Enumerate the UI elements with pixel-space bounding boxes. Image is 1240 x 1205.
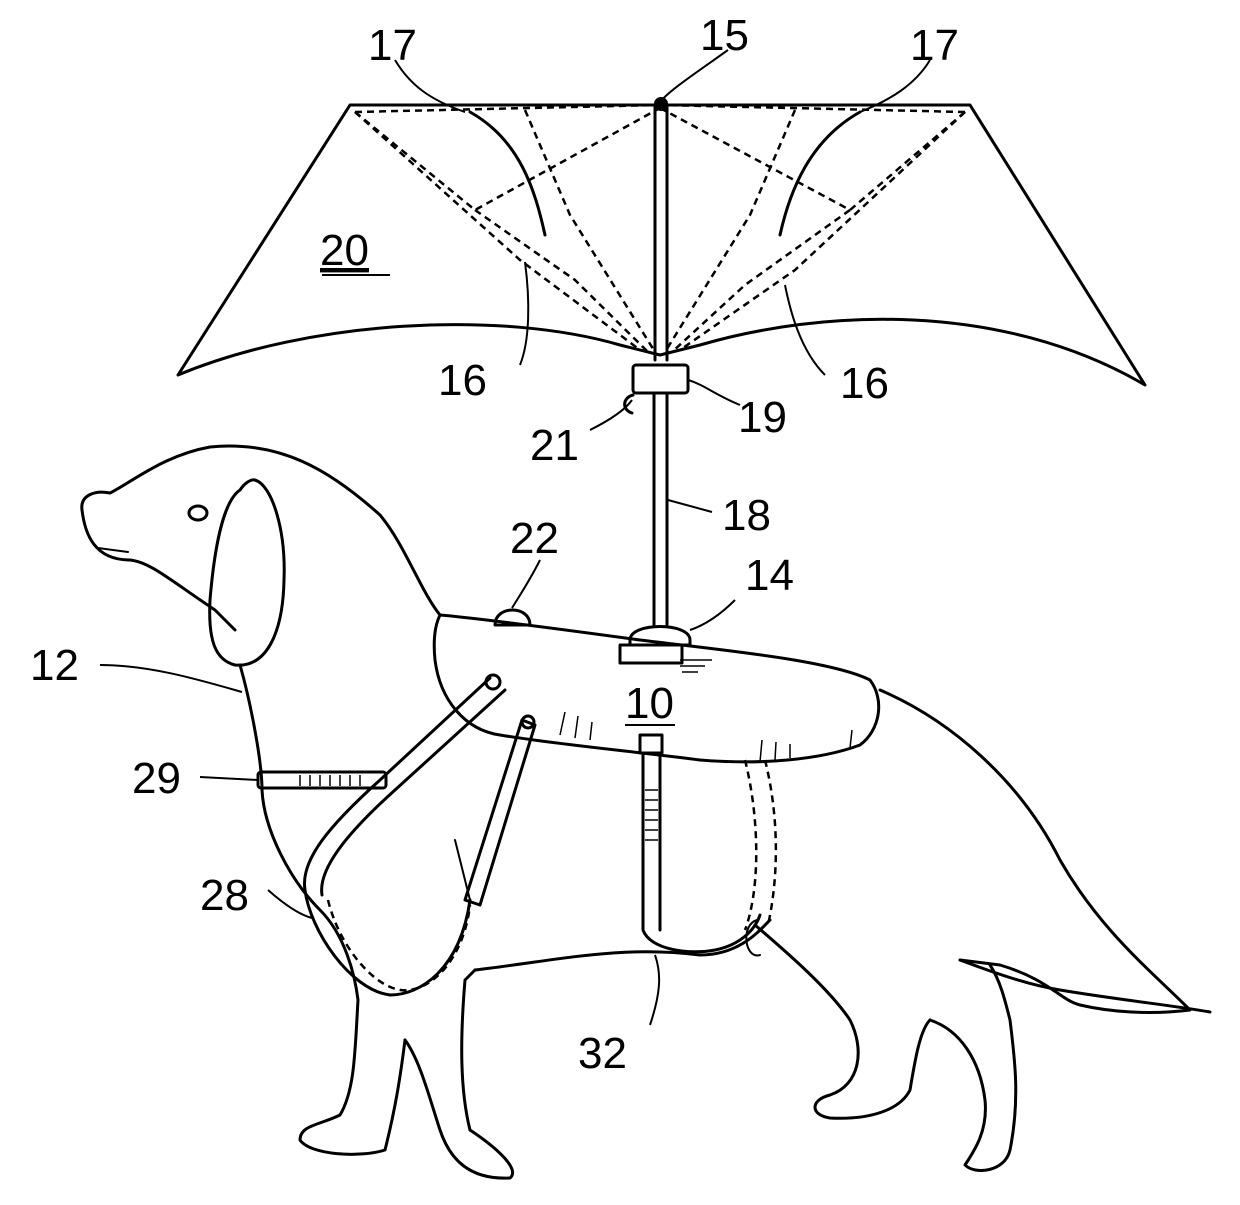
label-16-left: 16 — [438, 356, 487, 405]
umbrella-rib-inner-left — [354, 109, 657, 353]
harness — [256, 673, 537, 997]
dog-coat — [432, 608, 881, 954]
reference-numerals: 15 17 17 20 16 16 19 21 18 22 14 12 10 2… — [30, 11, 959, 1078]
umbrella-catch — [623, 393, 635, 415]
dog-muzzle — [80, 508, 237, 632]
umbrella-shaft-top — [653, 103, 669, 362]
label-14: 14 — [745, 551, 794, 600]
label-29: 29 — [132, 754, 181, 803]
dog-tail — [958, 958, 1212, 1014]
label-19: 19 — [738, 393, 787, 442]
mount-base — [618, 625, 712, 673]
belly-strap-far — [743, 759, 778, 931]
label-12: 12 — [30, 641, 79, 690]
strap-rivet — [484, 673, 502, 691]
umbrella-stretcher-left — [468, 110, 547, 237]
strap-rivet-2 — [520, 714, 536, 730]
umbrella-runner — [631, 363, 690, 395]
dog-front-leg-2 — [403, 968, 514, 1180]
label-22: 22 — [510, 514, 559, 563]
coat-outline — [432, 613, 881, 764]
rear-strap — [463, 718, 537, 907]
umbrella-rib-right — [659, 103, 966, 212]
front-strap — [302, 676, 507, 997]
leader-lines — [99, 49, 931, 1026]
dog-ear — [208, 478, 286, 667]
label-28: 28 — [200, 871, 249, 920]
dog-chest — [238, 663, 360, 1002]
label-20: 20 — [320, 226, 369, 275]
umbrella-rib-inner-right — [663, 109, 966, 353]
chest-strap — [256, 770, 388, 790]
label-18: 18 — [722, 491, 771, 540]
umbrella — [176, 97, 1147, 627]
label-32: 32 — [578, 1029, 627, 1078]
belly-strap — [641, 751, 762, 954]
dog — [80, 444, 1212, 1180]
label-17-right: 17 — [910, 21, 959, 70]
dog-belly — [473, 918, 772, 972]
label-16-right: 16 — [840, 359, 889, 408]
label-15: 15 — [700, 11, 749, 60]
umbrella-top-cap — [654, 97, 668, 111]
umbrella-stretcher-right — [778, 110, 862, 237]
label-17-left: 17 — [368, 21, 417, 70]
umbrella-pole — [652, 391, 669, 627]
dog-front-leg-1 — [298, 998, 407, 1156]
umbrella-rib-left — [354, 103, 661, 212]
label-21: 21 — [530, 421, 579, 470]
dog-hind-leg-1 — [753, 923, 932, 1120]
dog-hind-leg-2 — [928, 963, 1018, 1172]
dog-body-outline — [80, 444, 1192, 1014]
d-ring — [493, 608, 532, 627]
leg-loop-dashed — [326, 899, 472, 992]
label-10: 10 — [625, 679, 674, 728]
belly-strap-clip — [638, 733, 664, 755]
dog-eye — [187, 504, 209, 522]
